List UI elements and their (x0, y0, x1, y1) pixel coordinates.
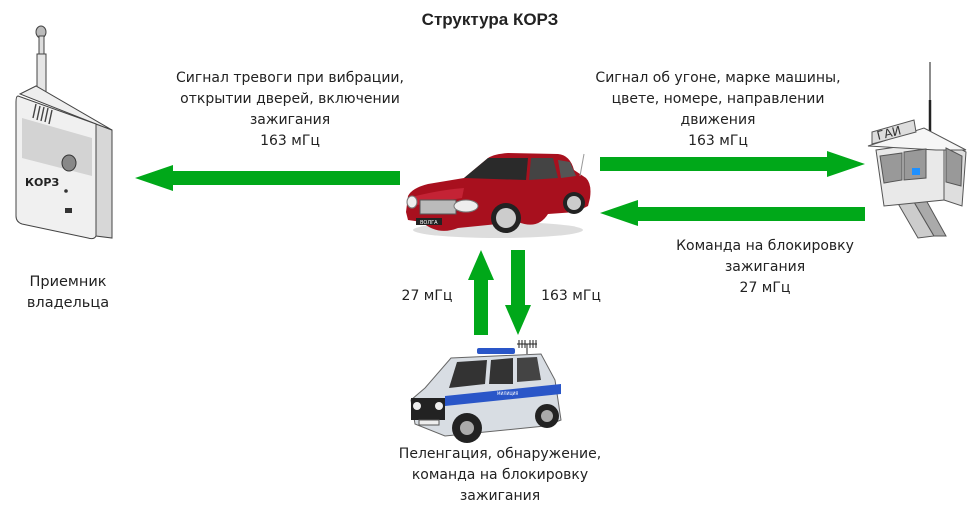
arrow-up-icon (468, 250, 494, 335)
receiver-device-icon: КОРЗ (15, 25, 113, 240)
downlink-frequency: 163 мГц (541, 288, 601, 304)
svg-text:МИЛИЦИЯ: МИЛИЦИЯ (497, 391, 519, 396)
diagram-title: Структура КОРЗ (421, 10, 559, 29)
block-command-caption: Команда на блокировку зажигания 27 мГц (676, 238, 854, 296)
gai-post-icon: ГАИ (867, 62, 967, 239)
police-caption: Пеленгация, обнаружение, команда на блок… (398, 446, 602, 504)
gai-sign-text: ГАИ (875, 123, 902, 143)
arrow-right-icon (600, 151, 865, 177)
svg-text:ВОЛГА: ВОЛГА (420, 220, 438, 226)
red-car-icon: ВОЛГА (406, 153, 591, 238)
arrow-left-icon (135, 165, 400, 191)
alarm-signal-caption: Сигнал тревоги при вибрации, открытии дв… (176, 70, 404, 149)
theft-signal-caption: Сигнал об угоне, марке машины, цвете, но… (595, 70, 841, 149)
arrow-down-icon (505, 250, 531, 335)
receiver-label: КОРЗ (25, 176, 59, 189)
uplink-frequency: 27 мГц (401, 288, 453, 304)
receiver-caption: Приемник владельца (26, 274, 110, 311)
police-car-icon: МИЛИЦИЯ (410, 340, 562, 443)
arrow-left-from-gai-icon (600, 200, 865, 226)
